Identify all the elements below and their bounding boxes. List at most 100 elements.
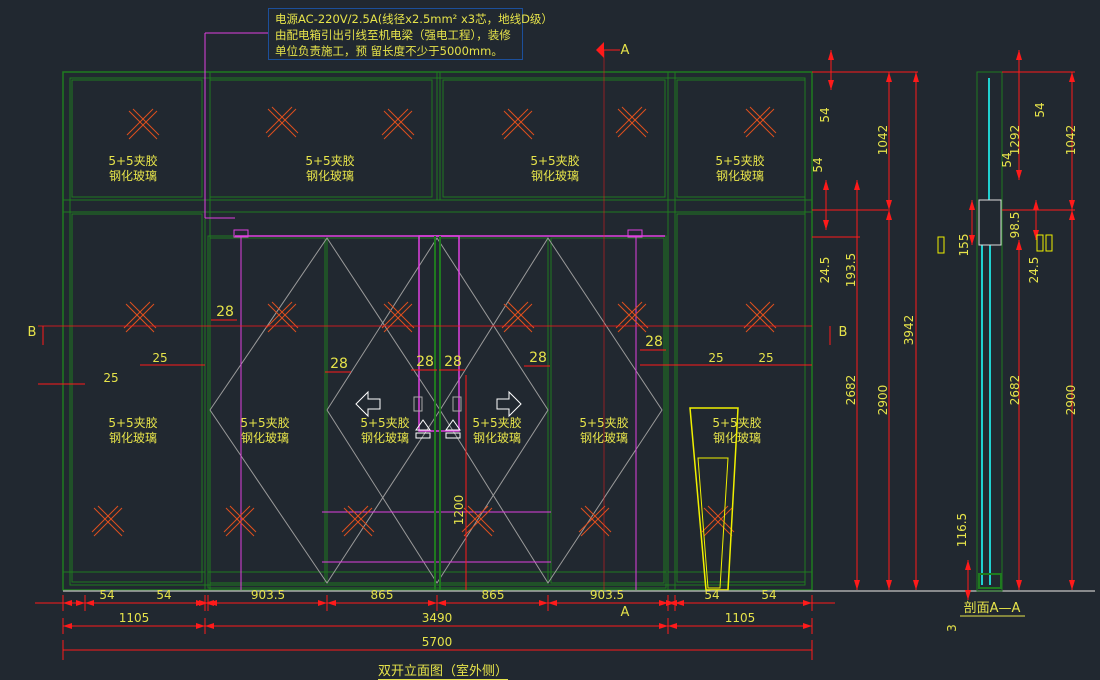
dimension-label: 25 — [152, 351, 167, 365]
dimension-label: 865 — [371, 588, 394, 602]
dim-arrow — [659, 600, 668, 606]
dim-arrow — [886, 200, 892, 210]
dim-arrow — [886, 580, 892, 590]
section-bracket-icon — [937, 236, 945, 254]
cross-stroke — [617, 108, 647, 138]
lock-icon — [452, 396, 462, 412]
cross-stroke — [621, 106, 649, 134]
transom-pane — [442, 79, 666, 198]
dim-arrow — [539, 600, 548, 606]
glass-cross-icon — [381, 301, 415, 333]
side-pane — [676, 213, 806, 583]
dimension-label: 116.5 — [955, 513, 969, 547]
floor-sign-icon — [689, 407, 739, 591]
glass-label: 5+5夹胶 — [715, 153, 764, 168]
dimension-label: 865 — [482, 588, 505, 602]
dim-arrow — [828, 80, 834, 90]
dim-arrow — [548, 600, 557, 606]
cross-stroke — [503, 110, 533, 140]
dimension-label: 2682 — [1008, 375, 1022, 406]
dim-arrow — [1069, 200, 1075, 210]
dim-arrow — [85, 600, 94, 606]
cross-stroke — [267, 303, 297, 333]
dim-arrow — [965, 590, 971, 600]
glass-label: 5+5夹胶 — [108, 153, 157, 168]
cross-stroke — [507, 301, 535, 329]
dimension-label: 54 — [811, 157, 825, 172]
swing-indicator — [326, 237, 549, 584]
dimension-label: 5700 — [422, 635, 453, 649]
glass-cross-icon — [126, 108, 160, 140]
section-sill-profile — [978, 573, 1002, 589]
dim-arrow — [1016, 240, 1022, 250]
door-leaf — [550, 237, 665, 584]
dim-arrow — [1033, 200, 1039, 210]
section-frame — [976, 71, 1003, 592]
dimension-label: 28 — [330, 356, 348, 372]
dimension-label: 24.5 — [818, 257, 832, 284]
power-supply-note: 电源AC-220V/2.5A(线径x2.5mm² x3芯，地线D级） 由配电箱引… — [268, 8, 553, 60]
section-mark-b: B — [839, 325, 848, 340]
dimension-label: 193.5 — [844, 253, 858, 287]
dim-arrow — [318, 600, 327, 606]
dim-arrow — [823, 180, 829, 190]
cross-stroke — [615, 301, 643, 329]
glass-label: 5+5夹胶 — [108, 415, 157, 430]
section-mark-a: A — [621, 605, 630, 620]
dim-arrow — [913, 580, 919, 590]
cross-stroke — [507, 108, 535, 136]
section-mark-a: A — [621, 43, 630, 58]
dim-arrow — [76, 600, 85, 606]
dimension-label: 3490 — [422, 611, 453, 625]
glass-cross-icon — [501, 108, 535, 140]
cross-stroke — [267, 108, 297, 138]
section-head-profile — [978, 199, 1002, 246]
dimension-label: 1200 — [452, 495, 466, 526]
dimension-label: 903.5 — [590, 588, 624, 602]
glass-label: 钢化玻璃 — [531, 169, 579, 183]
cross-stroke — [387, 108, 415, 136]
dimension-label: 54 — [99, 588, 114, 602]
cross-stroke — [743, 301, 771, 329]
dim-arrow — [428, 600, 437, 606]
glass-cross-icon — [381, 108, 415, 140]
dimension-label: 2900 — [876, 385, 890, 416]
cross-stroke — [467, 505, 495, 533]
glass-cross-icon — [91, 505, 125, 537]
handle-icon — [415, 432, 431, 439]
dimension-label: 25 — [758, 351, 773, 365]
dimension-label: 903.5 — [251, 588, 285, 602]
dim-arrow — [854, 180, 860, 190]
cross-stroke — [703, 507, 733, 537]
cross-stroke — [229, 505, 257, 533]
dim-arrow — [828, 50, 834, 60]
dim-arrow — [666, 600, 675, 606]
dim-arrow — [1033, 230, 1039, 240]
transom-pane — [71, 79, 203, 198]
dimension-label: 28 — [529, 350, 547, 366]
cross-stroke — [91, 505, 119, 533]
cross-stroke — [383, 110, 413, 140]
glass-cross-icon — [743, 106, 777, 138]
section-bracket-icon — [1036, 234, 1044, 252]
dimension-label: 155 — [957, 234, 971, 257]
dim-arrow — [969, 200, 975, 210]
glass-label: 钢化玻璃 — [716, 169, 764, 183]
dimension-label: 1042 — [1064, 125, 1078, 156]
floor-spring-icon — [233, 229, 249, 238]
drawing-title: 双开立面图（室外侧） — [378, 660, 509, 680]
dimension-label: 24.5 — [1027, 257, 1041, 284]
dim-arrow — [823, 220, 829, 230]
lock-icon — [413, 396, 423, 412]
cross-stroke — [745, 303, 775, 333]
dimension-label: 28 — [645, 334, 663, 350]
dimension-label: 28 — [416, 354, 434, 370]
section-title: 剖面A—A — [964, 601, 1021, 616]
dimension-label: 54 — [1000, 152, 1014, 167]
dimension-label: 1105 — [725, 611, 756, 625]
cross-stroke — [271, 301, 299, 329]
dim-arrow — [1016, 170, 1022, 180]
cross-stroke — [225, 507, 255, 537]
